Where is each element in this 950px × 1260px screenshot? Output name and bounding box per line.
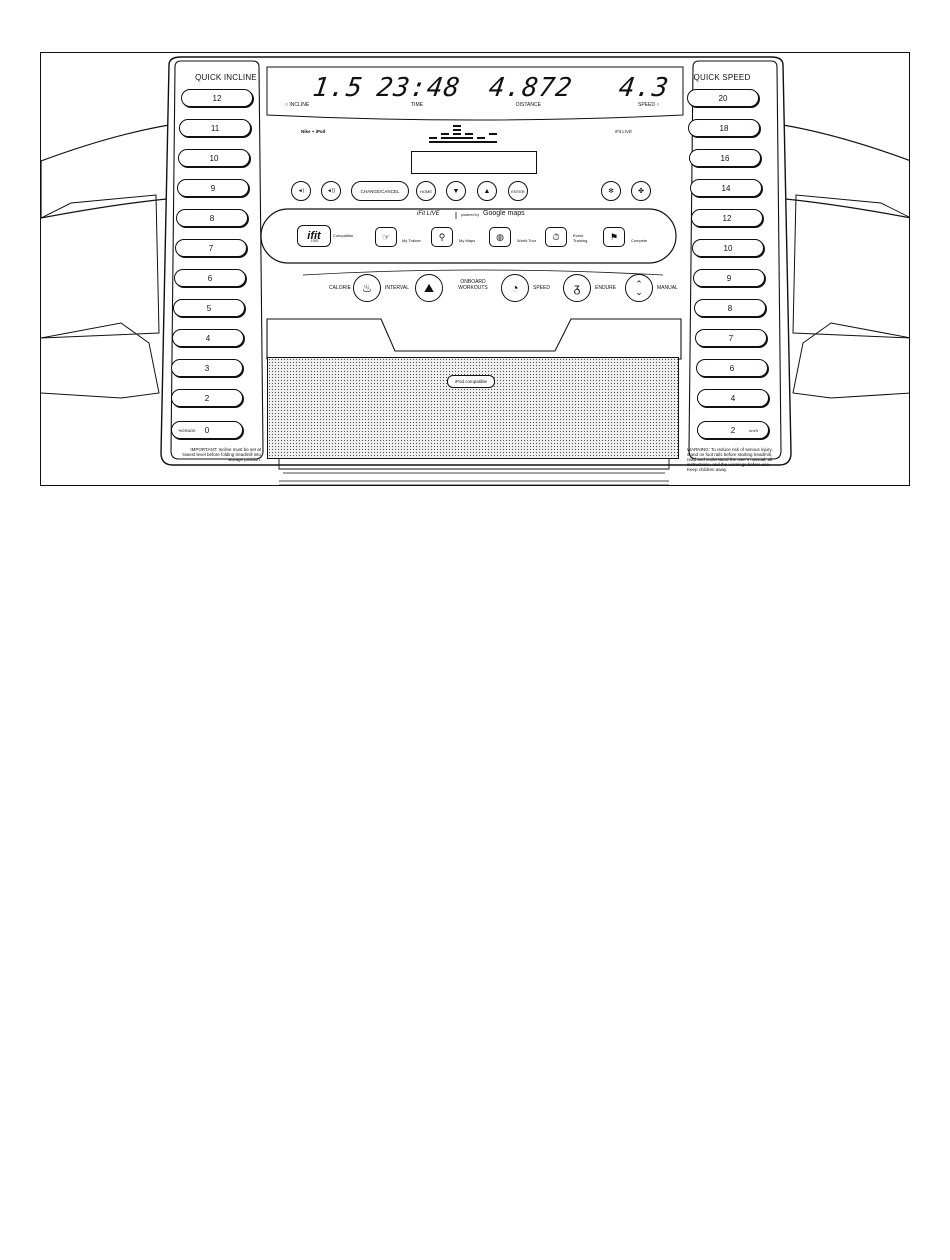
runner-icon: ⚑ [609,231,619,242]
speed-label: SPEED ○ [638,102,660,108]
grade-prefix-label: %GRADE [178,427,196,433]
quick-speed-button[interactable]: 10 [692,239,764,257]
map-pin-icon: ⚲ [438,231,446,242]
quick-speed-button[interactable]: 4 [697,389,769,407]
my-maps-label: My Maps [459,238,476,243]
mountain-icon: ⛰ [423,280,435,295]
quick-incline-button[interactable]: 12 [181,89,253,107]
quick-incline-button[interactable]: 5 [173,299,245,317]
speedometer-icon: ◔ [511,281,519,295]
stopwatch-icon: ⏱ [552,231,560,242]
quick-incline-button[interactable]: 4 [172,329,244,347]
ifit-button-label: ifit [307,230,321,242]
enter-button[interactable]: ENTER [508,181,528,201]
quick-speed-button[interactable]: 20 [687,89,759,107]
ifit-powered-by: powered by [461,213,480,217]
fan-low-button[interactable]: ✻ [601,181,621,201]
quick-speed-button[interactable]: 16 [689,149,761,167]
quick-incline-button[interactable]: 7 [175,239,247,257]
ifit-live-sublabel: LIVE [311,239,319,243]
treadmill-console-diagram: QUICK INCLINE 12 11 10 9 8 7 6 5 4 3 2 %GRADE 0 IMPO… [40,52,910,486]
endure-button[interactable]: ᵹ [563,274,591,302]
incline-important-note: IMPORTANT: Incline must be set at lowest… [182,447,261,462]
endure-label: ENDURE [595,285,617,291]
quick-incline-button[interactable]: 2 [171,389,243,407]
quick-speed-button[interactable]: 14 [690,179,762,197]
incline-label: ○ INCLINE [285,102,310,108]
quick-incline-button[interactable]: 9 [177,179,249,197]
ifit-live-logo: iFit LIVE [615,129,633,134]
event-training-label: Event Training [573,233,588,243]
compete-label: Compete [631,238,648,243]
nike-ipod-logo: Nike + iPod [301,129,326,134]
quick-incline-button[interactable]: 8 [176,209,248,227]
quick-speed-button[interactable]: 9 [693,269,765,287]
speed-warning-note: WARNING: To reduce risk of serious injur… [687,447,773,472]
calorie-label: CALORIE [329,285,351,291]
quick-incline-button[interactable]: 3 [171,359,243,377]
home-button[interactable]: HOME [416,181,436,201]
up-arrow-button[interactable]: ▲ [477,181,497,201]
message-display-window [411,151,537,174]
quick-speed-button[interactable]: 8 [694,299,766,317]
quick-speed-button[interactable]: 6 [696,359,768,377]
distance-readout: 4.872 [486,73,575,103]
my-trainer-label: My Trainer [402,238,421,243]
speaker-grille [267,357,679,459]
quick-speed-button[interactable]: 12 [691,209,763,227]
my-trainer-button[interactable]: ☞ [375,227,397,247]
ifit-header-logo: iFit LIVE [417,211,440,217]
world-tour-button[interactable]: ◍ [489,227,511,247]
flame-icon: ♨ [361,281,373,295]
distance-label: DISTANCE [516,102,541,108]
interval-button[interactable]: ⛰ [415,274,443,302]
compete-button[interactable]: ⚑ [603,227,625,247]
ifit-live-button[interactable]: ifit [297,225,331,247]
speed-workout-button[interactable]: ◔ [501,274,529,302]
event-training-button[interactable]: ⏱ [545,227,567,247]
fan-high-button[interactable]: ✤ [631,181,651,201]
manual-label: MANUAL [657,285,678,291]
speed-bar-graph [429,125,497,143]
calorie-button[interactable]: ♨ [353,274,381,302]
quick-speed-button[interactable]: 18 [688,119,760,137]
quick-speed-button[interactable]: 7 [695,329,767,347]
up-down-arrows-icon: ⌃⌄ [635,279,643,297]
my-maps-button[interactable]: ⚲ [431,227,453,247]
pill-value: 2 [730,425,736,435]
manual-button[interactable]: ⌃⌄ [625,274,653,302]
time-readout: 23:48 [374,73,463,103]
speed-unit-label: km/h [749,427,758,433]
quick-incline-button[interactable]: 6 [174,269,246,287]
incline-readout: 1.5 [310,73,366,103]
change-cancel-button[interactable]: CHANGE/CANCEL [351,181,409,201]
time-label: TIME [411,102,423,108]
quick-incline-button[interactable]: 11 [179,119,251,137]
speed-readout: 4.3 [616,73,672,103]
down-arrow-button[interactable]: ▼ [446,181,466,201]
quick-speed-title: QUICK SPEED [693,73,751,82]
quick-incline-button[interactable]: 10 [178,149,250,167]
volume-up-button[interactable]: ◄)) [321,181,341,201]
ifit-compatible-label: Compatible [333,233,354,238]
trainer-icon: ☞ [381,231,391,242]
pill-value: 0 [204,425,210,435]
interval-label: INTERVAL [385,285,409,291]
volume-down-button[interactable]: ◄) [291,181,311,201]
quick-speed-button[interactable]: km/h 2 [697,421,769,439]
speed-workout-label: SPEED [533,285,550,291]
world-tour-label: World Tour [517,238,537,243]
quick-incline-title: QUICK INCLINE [195,73,257,82]
globe-icon: ◍ [496,231,504,242]
ipod-compatible-badge: iPod compatible [447,375,495,388]
quick-incline-button[interactable]: %GRADE 0 [171,421,243,439]
arm-icon: ᵹ [573,281,581,295]
google-maps-logo: Google maps [483,210,525,217]
onboard-workouts-label: ONBOARD WORKOUTS [458,279,488,291]
